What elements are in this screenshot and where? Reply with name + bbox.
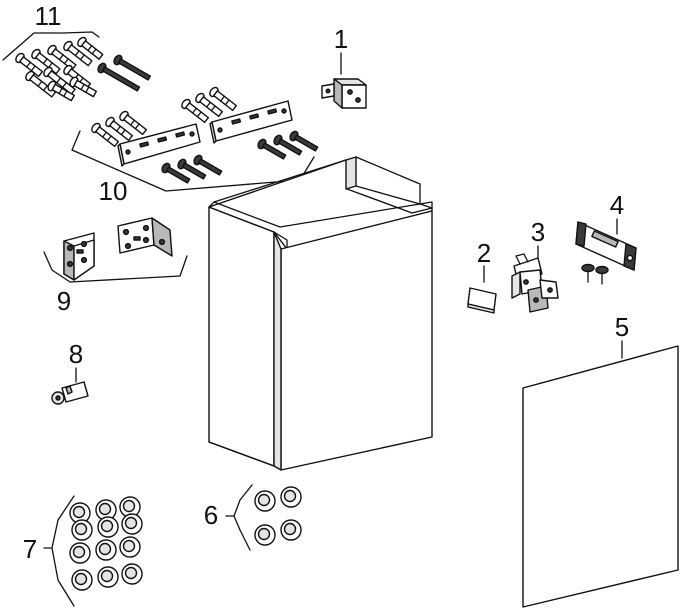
callout-6-label: 6 — [204, 500, 218, 530]
part-6-cover-caps: 6 — [204, 484, 302, 551]
plug-group-10 — [91, 86, 238, 148]
callout-10-label: 10 — [99, 176, 128, 206]
callout-9-label: 9 — [57, 286, 71, 316]
callout-8-label: 8 — [69, 339, 83, 369]
part-5-panel: 5 — [522, 312, 679, 608]
plug-7 — [43, 66, 76, 95]
plug-3 — [119, 110, 148, 136]
cap-group-7 — [69, 496, 143, 591]
callout-4-label: 4 — [610, 190, 624, 220]
mounting-plate — [575, 221, 637, 271]
plug-5 — [77, 36, 104, 60]
screw-2 — [177, 158, 207, 180]
cover-cap-4 — [71, 519, 93, 541]
plug-4 — [181, 98, 210, 124]
angle-bracket-right — [117, 217, 173, 257]
screw-3 — [193, 154, 223, 176]
screw-1 — [161, 162, 191, 184]
callout-8: 8 — [69, 339, 83, 383]
part-7-cover-caps: 7 — [23, 495, 143, 607]
angle-bracket-left — [63, 232, 95, 281]
plug-12 — [69, 76, 97, 98]
callout-10-bracket — [71, 130, 315, 192]
cap-group-6 — [254, 486, 302, 546]
cover-cap-2 — [280, 486, 302, 508]
part-10-mounting-rails: 10 — [71, 86, 319, 206]
callout-9: 9 — [43, 251, 188, 316]
callout-5-label: 5 — [615, 312, 629, 342]
part-3-hinge: 3 — [511, 217, 559, 313]
part-1-hanging-bracket: 1 — [321, 24, 367, 109]
callout-7-label: 7 — [23, 534, 37, 564]
plug-5 — [195, 92, 224, 118]
cover-cap-9 — [119, 536, 141, 558]
callout-2-label: 2 — [477, 238, 491, 268]
plate-screw-1 — [581, 263, 595, 283]
cover-cap-3 — [254, 524, 276, 546]
part-11-wall-fixings: 11 — [2, 1, 151, 102]
cover-cap-4 — [280, 519, 302, 541]
cover-cap-7 — [69, 542, 91, 564]
plug-2 — [105, 116, 134, 142]
callout-6-bracket — [225, 484, 253, 551]
cabinet-back-edge — [345, 156, 357, 190]
callout-4: 4 — [610, 190, 624, 235]
callout-3: 3 — [531, 217, 545, 265]
callout-6: 6 — [204, 484, 253, 551]
cover-cap-5 — [97, 516, 119, 538]
screw-10 — [113, 54, 151, 81]
cover-cap-1 — [69, 502, 91, 524]
plug-group-11 — [15, 36, 151, 102]
part-9-angle-brackets: 9 — [43, 217, 188, 316]
cover-cap-12 — [121, 563, 143, 585]
hinge — [511, 253, 559, 313]
cover-cap-1 — [254, 490, 276, 512]
callout-5: 5 — [615, 312, 629, 359]
cabinet-door-edge — [273, 231, 282, 471]
screw-9 — [97, 62, 141, 92]
cover-cap-10 — [71, 569, 93, 591]
plug-3 — [47, 44, 77, 71]
part-8-plug: 8 — [51, 339, 89, 405]
callout-9-bracket — [43, 251, 188, 283]
callout-11: 11 — [2, 1, 100, 61]
callout-11-label: 11 — [35, 1, 62, 31]
mounting-rail-right — [209, 100, 293, 144]
cover-cap-11 — [97, 566, 119, 588]
plug-1 — [15, 52, 44, 78]
callout-7: 7 — [23, 495, 75, 607]
panel — [522, 345, 679, 608]
cover-cap-3 — [119, 496, 141, 518]
callout-1: 1 — [334, 24, 348, 75]
plug-part — [51, 381, 89, 405]
plug-4 — [63, 40, 93, 67]
callout-3-label: 3 — [531, 217, 545, 247]
screw-group-10 — [161, 130, 319, 184]
screw-4 — [257, 138, 287, 160]
callout-7-bracket — [43, 495, 75, 607]
cover-cap-8 — [95, 539, 117, 561]
cover-cap-6 — [121, 513, 143, 535]
hanging-bracket — [321, 78, 367, 109]
plug-1 — [91, 122, 120, 148]
callout-10: 10 — [71, 130, 315, 206]
screw-6 — [289, 130, 319, 152]
callout-11-bracket — [2, 31, 100, 61]
part-2-pad: 2 — [467, 238, 497, 314]
part-4-mounting-plate: 4 — [575, 190, 637, 285]
plug-6 — [25, 70, 57, 98]
mounting-rail-left — [117, 123, 201, 167]
plate-screw-2 — [595, 265, 609, 285]
plug-11 — [47, 80, 75, 102]
plug-2 — [31, 48, 61, 75]
callout-2: 2 — [477, 238, 491, 283]
cabinet-side-panel — [208, 206, 275, 467]
screw-5 — [273, 134, 303, 156]
vanity-cabinet — [208, 156, 433, 471]
callout-1-label: 1 — [334, 24, 348, 54]
plug-6 — [209, 86, 238, 112]
cabinet-door — [280, 210, 433, 471]
